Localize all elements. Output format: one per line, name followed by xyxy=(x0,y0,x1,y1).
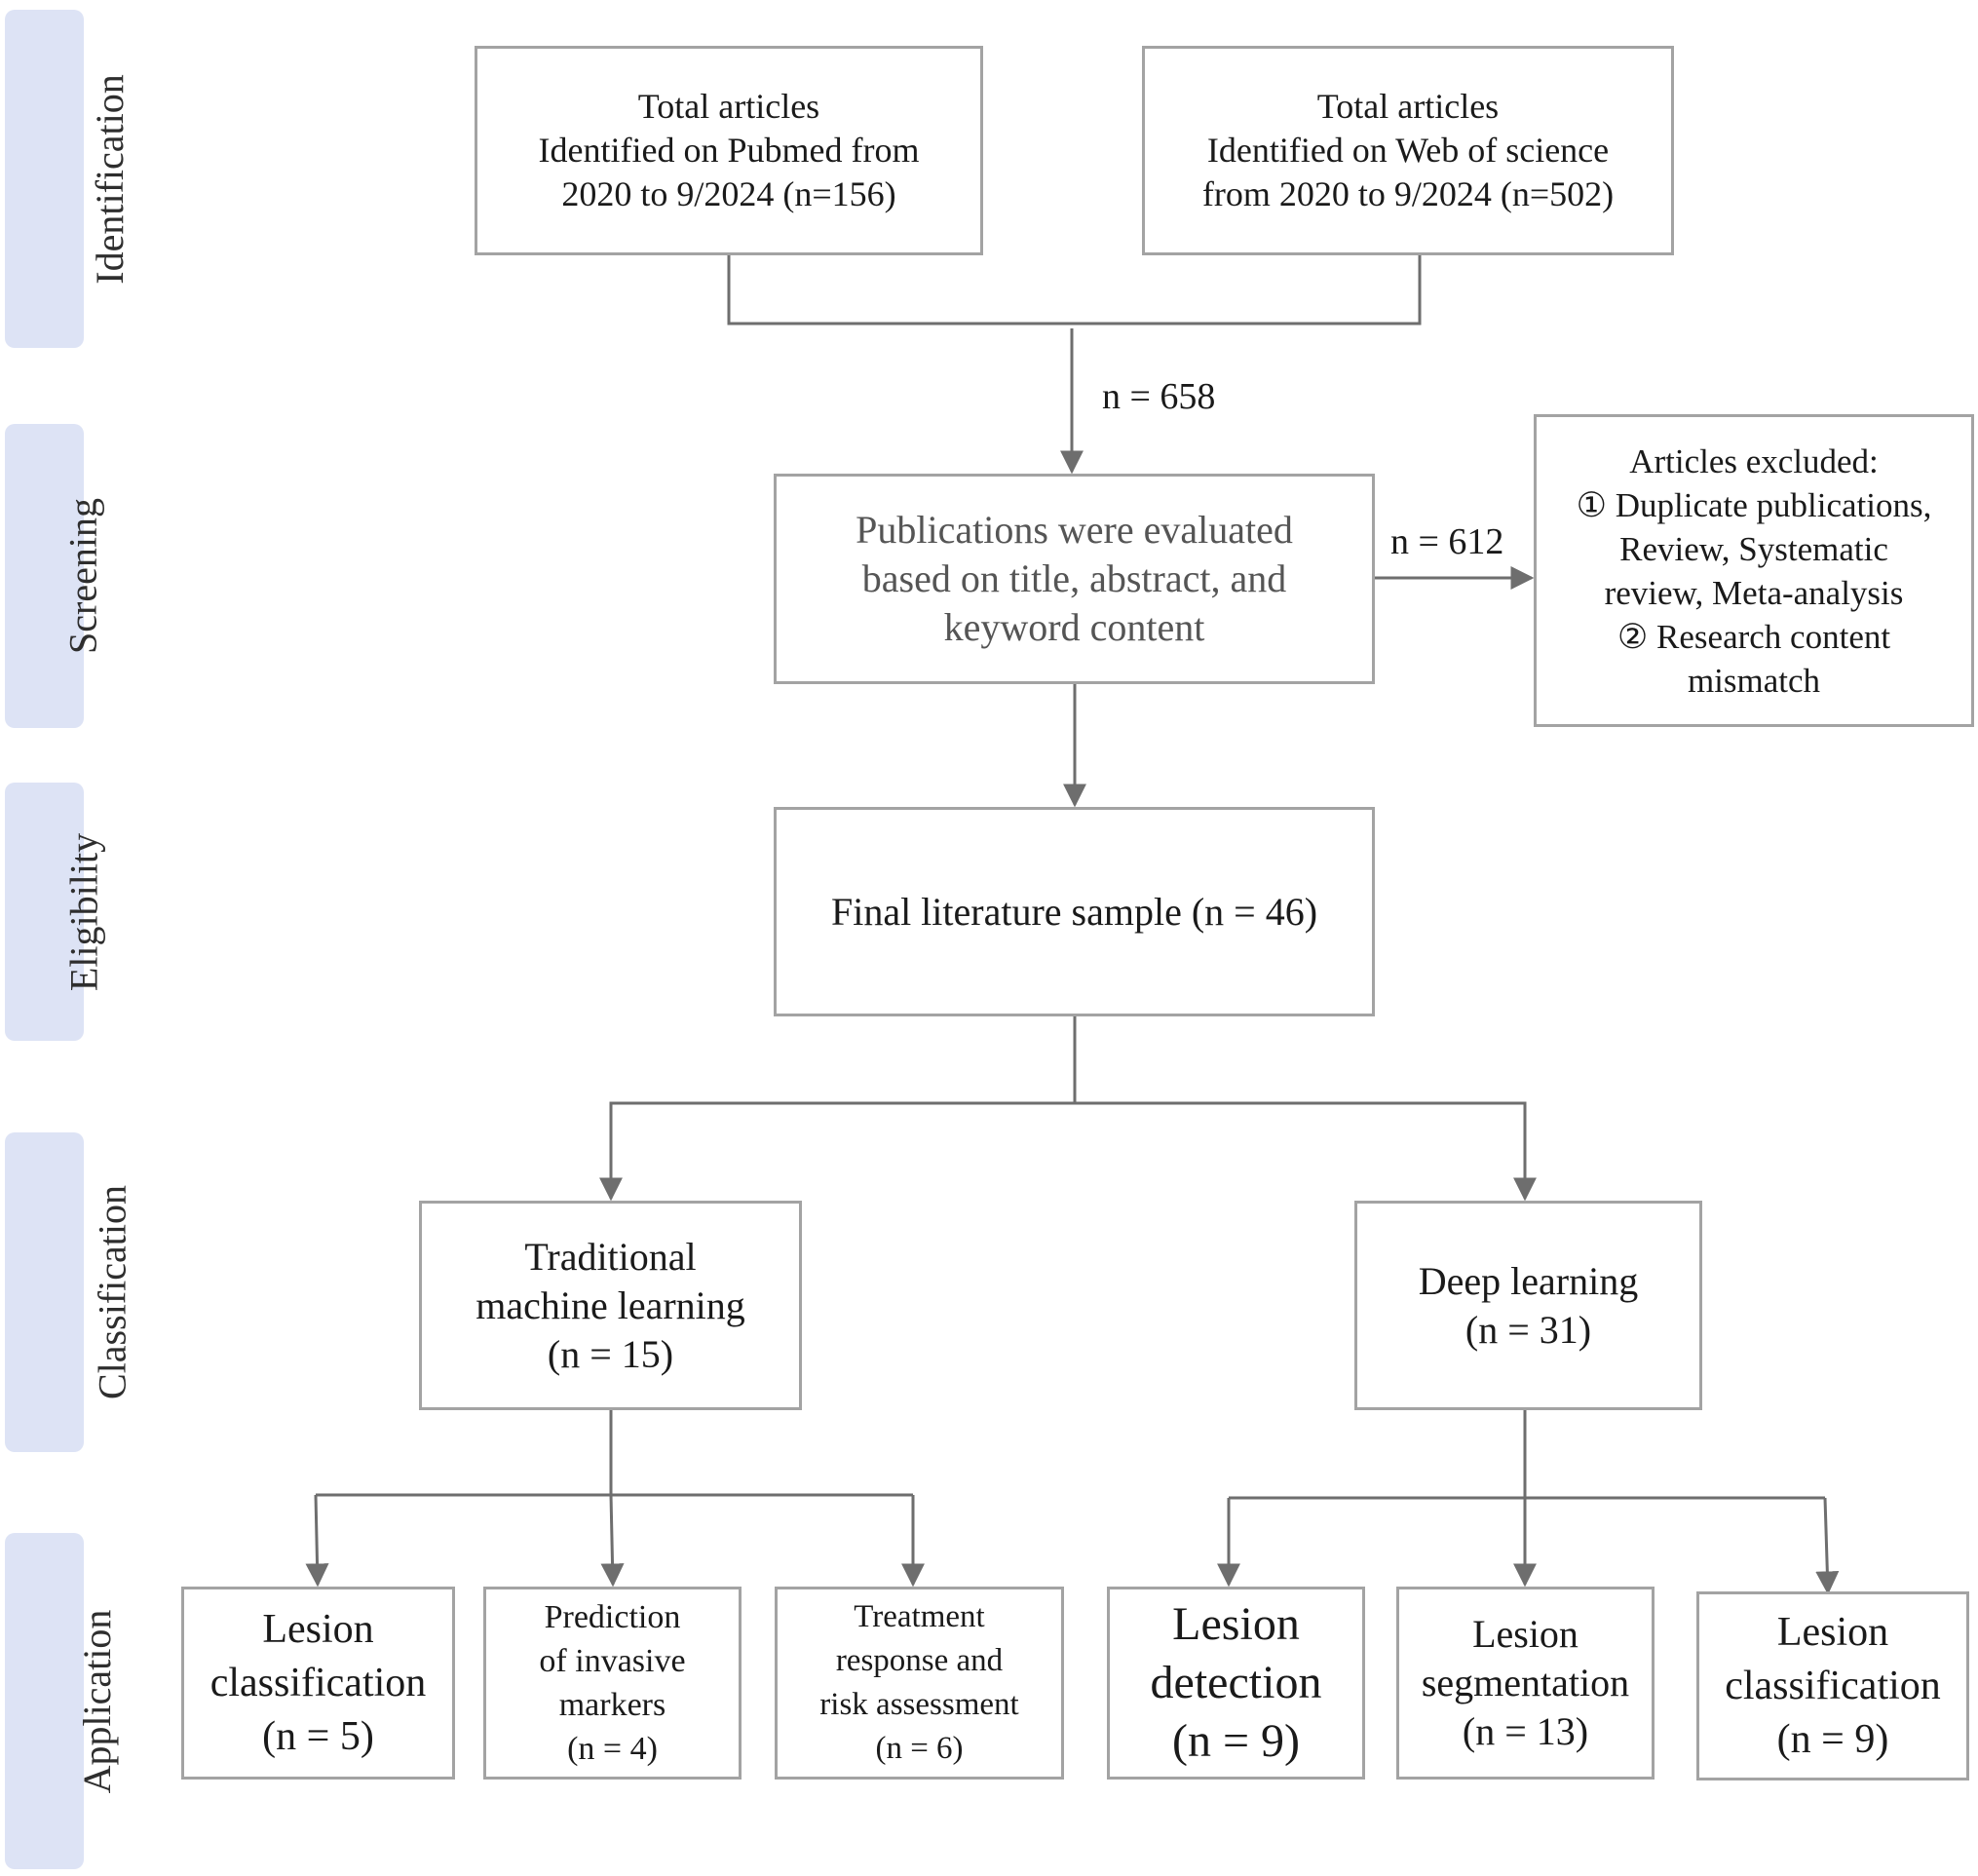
box-line: segmentation xyxy=(1421,1661,1630,1704)
identification-merge-connector xyxy=(727,255,1422,325)
arrow-to-trad-app-1 xyxy=(305,1494,329,1588)
box-line: markers xyxy=(558,1687,666,1723)
box-line: (n = 6) xyxy=(875,1731,964,1766)
box-line: (n = 5) xyxy=(262,1713,374,1759)
lesion-segmentation-box: Lesion segmentation (n = 13) xyxy=(1396,1587,1655,1780)
box-line: Review, Systematic xyxy=(1619,529,1888,568)
box-line: Articles excluded: xyxy=(1629,441,1879,480)
box-line: risk assessment xyxy=(819,1687,1019,1722)
box-line: (n = 31) xyxy=(1464,1307,1592,1352)
excluded-count-label: n = 612 xyxy=(1390,521,1504,562)
stage-label: Application xyxy=(74,1609,119,1793)
stage-tab-screening: Screening xyxy=(5,424,104,728)
box-line: machine learning xyxy=(475,1283,745,1327)
deep-lesion-classification-box: Lesion classification (n = 9) xyxy=(1696,1591,1969,1780)
box-line: classification xyxy=(1725,1663,1941,1708)
box-line: Lesion xyxy=(1172,1598,1300,1650)
box-line: 2020 to 9/2024 (n=156) xyxy=(561,174,896,213)
lesion-detection-box: Lesion detection (n = 9) xyxy=(1107,1587,1365,1780)
final-sample-box: Final literature sample (n = 46) xyxy=(774,807,1375,1016)
box-line: of invasive xyxy=(539,1643,686,1679)
pubmed-box: Total articles Identified on Pubmed from… xyxy=(475,46,983,255)
traditional-ml-box: Traditional machine learning (n = 15) xyxy=(419,1201,802,1410)
treatment-response-box: Treatment response and risk assessment (… xyxy=(775,1587,1064,1780)
merged-count-label: n = 658 xyxy=(1102,376,1216,417)
trad-lesion-classification-box: Lesion classification (n = 5) xyxy=(181,1587,455,1780)
stage-tab-identification: Identification xyxy=(5,10,132,348)
box-line: (n = 15) xyxy=(547,1331,674,1376)
box-line: (n = 4) xyxy=(567,1731,658,1767)
invasive-markers-box: Prediction of invasive markers (n = 4) xyxy=(483,1587,742,1780)
box-line: Final literature sample (n = 46) xyxy=(830,889,1318,934)
stage-label: Eligibility xyxy=(61,832,106,991)
box-line: Total articles xyxy=(1316,87,1500,126)
box-line: Prediction xyxy=(544,1599,681,1635)
box-line: keyword content xyxy=(943,605,1205,649)
stage-tab-eligibility: Eligibility xyxy=(5,783,106,1041)
box-line: Publications were evaluated xyxy=(856,508,1293,552)
box-line: Identified on Pubmed from xyxy=(538,131,920,170)
arrow-to-trad-app-2 xyxy=(600,1494,625,1588)
box-line: mismatch xyxy=(1687,661,1821,700)
excluded-box: Articles excluded: ① Duplicate publicati… xyxy=(1534,414,1974,727)
box-line: from 2020 to 9/2024 (n=502) xyxy=(1201,174,1615,213)
arrow-to-deep-app-3 xyxy=(1815,1497,1840,1595)
box-line: (n = 13) xyxy=(1462,1709,1589,1753)
box-line: Lesion xyxy=(1472,1612,1579,1656)
stage-label: Screening xyxy=(60,498,105,654)
stage-tab-application: Application xyxy=(5,1533,119,1869)
box-line: Traditional xyxy=(524,1234,697,1279)
box-line: Lesion xyxy=(262,1606,374,1652)
box-line: Total articles xyxy=(637,87,820,126)
box-line: review, Meta-analysis xyxy=(1604,573,1904,612)
box-line: classification xyxy=(209,1660,427,1705)
box-line: Identified on Web of science xyxy=(1206,131,1610,170)
stage-tab-classification: Classification xyxy=(5,1132,133,1452)
screening-box: Publications were evaluated based on tit… xyxy=(774,474,1375,684)
box-line: (n = 9) xyxy=(1776,1716,1889,1762)
deep-learning-box: Deep learning (n = 31) xyxy=(1354,1201,1702,1410)
box-line: Deep learning xyxy=(1418,1258,1639,1303)
box-line: response and xyxy=(835,1643,1004,1678)
box-line: ② Research content xyxy=(1617,617,1891,656)
stage-label: Classification xyxy=(90,1185,134,1399)
eligibility-split-connector xyxy=(609,1016,1525,1199)
box-line: (n = 9) xyxy=(1171,1715,1301,1767)
box-line: detection xyxy=(1150,1657,1322,1708)
box-line: ① Duplicate publications, xyxy=(1576,485,1932,524)
box-line: Treatment xyxy=(854,1599,985,1634)
box-line: Lesion xyxy=(1776,1609,1889,1655)
stage-label: Identification xyxy=(88,73,133,285)
box-line: based on title, abstract, and xyxy=(861,556,1287,600)
web-of-science-box: Total articles Identified on Web of scie… xyxy=(1142,46,1674,255)
